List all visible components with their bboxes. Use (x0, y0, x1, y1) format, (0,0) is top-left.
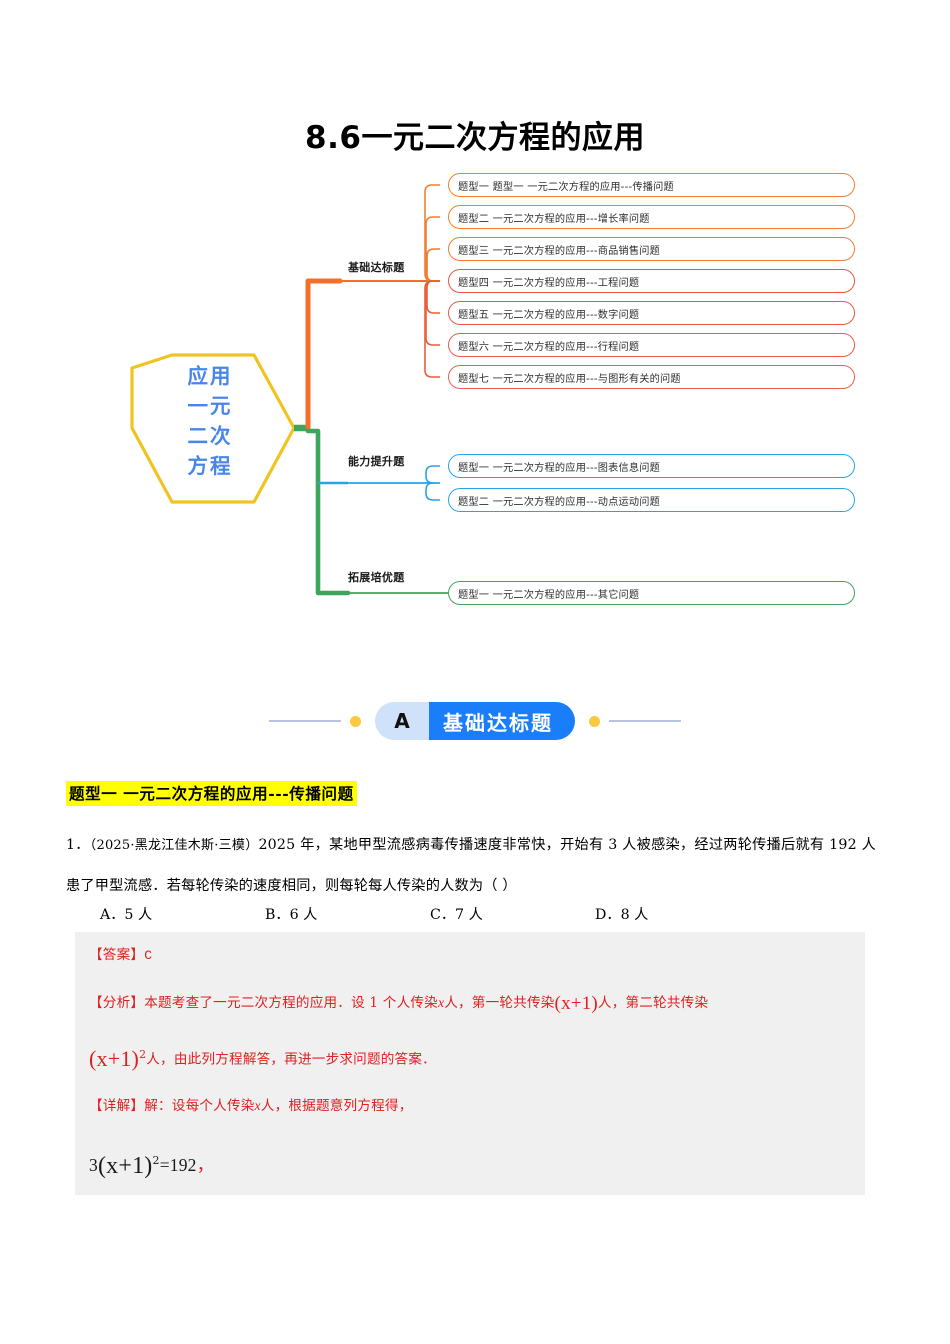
detail-text-1: 解：设每个人传染 (144, 1097, 255, 1114)
center-hexagon (130, 353, 296, 504)
detail-line-1: 【详解】解：设每个人传染x人，根据题意列方程得， (89, 1095, 851, 1117)
mindmap: 应用 一元 二次 方程 基础达标题 能力提升题 拓展培优题 题型一 题型一 一元… (0, 165, 950, 630)
detail-tag: 【详解】 (89, 1097, 145, 1114)
equation-sup: 2 (152, 1153, 160, 1167)
option-d[interactable]: D．8 人 (595, 907, 649, 923)
option-b[interactable]: B．6 人 (265, 907, 318, 923)
badge-pill: A 基础达标题 (375, 702, 575, 740)
question-source: （2025·黑龙江佳木斯·三模） (89, 838, 259, 853)
equation-line: 3(x+1)2=192， (89, 1147, 851, 1180)
mindmap-leaf[interactable]: 题型七 一元二次方程的应用---与图形有关的问题 (448, 365, 855, 389)
equation-expr: (x+1) (97, 1153, 153, 1180)
equation-comma: ， (196, 1155, 215, 1176)
analysis-line-2: (x+1)2人，由此列方程解答，再进一步求问题的答案． (89, 1044, 851, 1071)
mindmap-leaf[interactable]: 题型一 题型一 一元二次方程的应用---传播问题 (448, 173, 855, 197)
mindmap-leaf[interactable]: 题型五 一元二次方程的应用---数字问题 (448, 301, 855, 325)
badge-dot-left (350, 715, 361, 727)
badge-line-right (609, 720, 681, 722)
answer-tag: 【答案】 (89, 947, 145, 963)
analysis-line-1: 【分析】本题考查了一元二次方程的应用．设 1 个人传染x人，第一轮共传染(x+1… (89, 991, 851, 1014)
mindmap-leaf[interactable]: 题型一 一元二次方程的应用---图表信息问题 (448, 454, 855, 478)
analysis-tag: 【分析】 (89, 995, 145, 1011)
detail-text-2: 人，根据题意列方程得， (260, 1097, 413, 1114)
badge-line-left (269, 720, 341, 722)
question-options: A．5 人 B．6 人 C．7 人 D．8 人 (100, 904, 880, 924)
branch-label-basic: 基础达标题 (348, 261, 405, 274)
equation-rest: =192 (159, 1154, 197, 1175)
detail-var-1: x (254, 1097, 261, 1113)
mindmap-leaf[interactable]: 题型六 一元二次方程的应用---行程问题 (448, 333, 855, 357)
mindmap-leaf[interactable]: 题型一 一元二次方程的应用---其它问题 (448, 581, 855, 605)
mindmap-leaf[interactable]: 题型四 一元二次方程的应用---工程问题 (448, 269, 855, 293)
branch-label-advanced: 拓展培优题 (348, 571, 405, 584)
analysis-expr-2: (x+1) (89, 1045, 140, 1071)
analysis-var-1: x (437, 995, 445, 1010)
question-body: 2025 年，某地甲型流感病毒传播速度非常快，开始有 3 人被感染，经过两轮传播… (66, 837, 876, 894)
analysis-text-4: 人，由此列方程解答，再进一步求问题的答案． (146, 1051, 436, 1068)
option-a[interactable]: A．5 人 (100, 907, 153, 923)
question-number: 1． (66, 837, 90, 853)
badge-dot-right (589, 715, 600, 727)
analysis-text-1: 本题考查了一元二次方程的应用．设 1 个人传染 (144, 995, 438, 1011)
mindmap-leaf[interactable]: 题型三 一元二次方程的应用---商品销售问题 (448, 237, 855, 261)
analysis-expr-2-sup: 2 (139, 1048, 147, 1061)
branch-label-improve: 能力提升题 (348, 455, 405, 468)
option-c[interactable]: C．7 人 (430, 907, 483, 923)
answer-block: 【答案】C 【分析】本题考查了一元二次方程的应用．设 1 个人传染x人，第一轮共… (75, 932, 865, 1196)
badge-letter: A (375, 702, 429, 740)
answer-line: 【答案】C (89, 944, 851, 967)
analysis-text-2: 人，第一轮共传染 (444, 995, 555, 1011)
mindmap-leaf[interactable]: 题型二 一元二次方程的应用---增长率问题 (448, 205, 855, 229)
page-title: 8.6一元二次方程的应用 (305, 120, 645, 156)
analysis-expr-1: (x+1) (554, 993, 598, 1014)
section-badge: A 基础达标题 (0, 698, 950, 744)
answer-value: C (144, 948, 153, 963)
question-text: 1．（2025·黑龙江佳木斯·三模）2025 年，某地甲型流感病毒传播速度非常快… (66, 825, 876, 906)
badge-label: 基础达标题 (429, 702, 575, 740)
equation-coef: 3 (89, 1154, 98, 1175)
question-type-heading: 题型一 一元二次方程的应用---传播问题 (66, 781, 357, 806)
mindmap-leaf[interactable]: 题型二 一元二次方程的应用---动点运动问题 (448, 488, 855, 512)
analysis-text-3: 人，第二轮共传染 (597, 995, 709, 1011)
mindmap-connectors (130, 184, 448, 596)
